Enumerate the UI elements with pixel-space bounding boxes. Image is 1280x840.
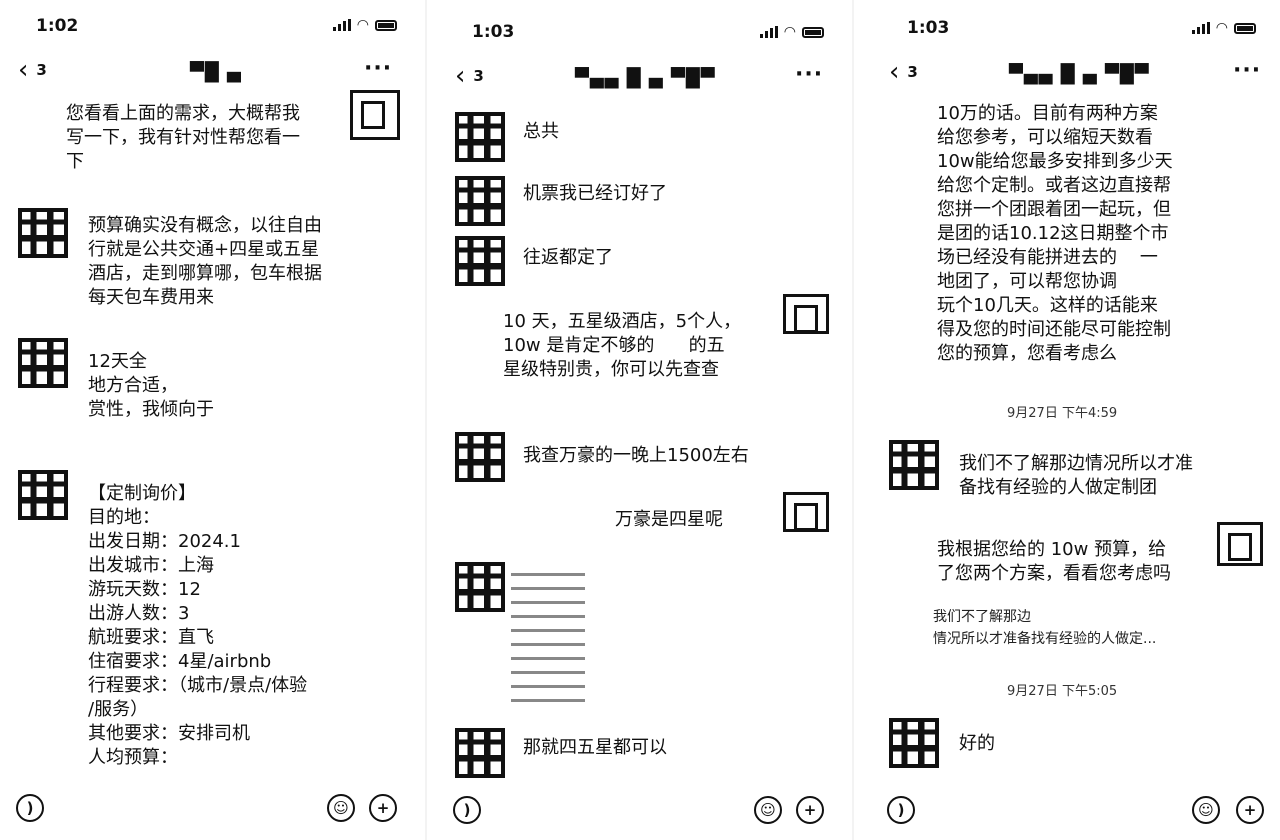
avatar[interactable] [455,112,505,162]
chevron-left-icon: ‹ [455,61,466,91]
more-button[interactable]: ··· [1233,58,1262,83]
avatar[interactable] [455,236,505,286]
plus-icon[interactable]: + [1236,796,1264,824]
emoji-icon[interactable]: ☺ [1192,796,1220,824]
avatar[interactable] [783,492,829,532]
input-bar: ) ☺ + [427,792,852,828]
input-bar: ) ☺ + [855,792,1280,828]
input-bar: ) ☺ + [0,790,425,826]
status-icons: ◠ [1191,20,1256,36]
back-button[interactable]: ‹ 3 [455,61,484,91]
avatar[interactable] [783,294,829,334]
plus-icon[interactable]: + [369,794,397,822]
unread-count: 3 [907,63,918,81]
emoji-icon[interactable]: ☺ [754,796,782,824]
status-time: 1:03 [472,22,515,42]
avatar[interactable] [455,728,505,778]
chevron-left-icon: ‹ [889,57,900,87]
unread-count: 3 [36,61,47,79]
chat-panel-1: 1:02 ◠ ‹ 3 ▀█ ▄ ··· 您看看上面的需求，大概帮我 写一下，我有… [0,0,425,840]
avatar[interactable] [1217,522,1263,566]
wifi-icon: ◠ [1215,20,1228,36]
avatar[interactable] [889,718,939,768]
avatar[interactable] [18,470,68,520]
status-time: 1:02 [36,16,79,36]
voice-icon[interactable]: ) [453,796,481,824]
avatar[interactable] [455,432,505,482]
divider [852,0,854,840]
chevron-left-icon: ‹ [18,55,29,85]
signal-icon [759,26,778,38]
image-message[interactable] [511,568,585,708]
back-button[interactable]: ‹ 3 [889,57,918,87]
voice-icon[interactable]: ) [887,796,915,824]
battery-icon [802,26,824,38]
message-bubble: 机票我已经订好了 [523,183,667,204]
message-bubble: 万豪是四星呢 [615,509,723,530]
message-bubble: 预算确实没有概念，以往自由 行就是公共交通+四星或五星 酒店，走到哪算哪，包车根… [88,215,322,308]
message-bubble: 我根据您给的 10w 预算，给 了您两个方案，看看您考虑吗 [937,539,1171,584]
voice-icon[interactable]: ) [16,794,44,822]
message-bubble: 好的 [959,733,995,754]
battery-icon [375,19,397,31]
chat-title: ▀▄▄ █ ▄ ▀█▀ [1009,64,1150,85]
chat-title: ▀▄▄ █ ▄ ▀█▀ [575,68,716,89]
timestamp: 9月27日 下午5:05 [1007,684,1118,699]
avatar[interactable] [350,90,400,140]
timestamp: 9月27日 下午4:59 [1007,406,1118,421]
message-bubble: 12天全 地方合适， 赏性，我倾向于 [88,351,214,420]
message-bubble: 我查万豪的一晚上1500左右 [523,445,749,466]
status-icons: ◠ [332,17,397,33]
unread-count: 3 [473,67,484,85]
status-time: 1:03 [907,18,950,38]
message-bubble: 您看看上面的需求，大概帮我 写一下，我有针对性帮您看一 下 [66,103,300,172]
message-bubble: 总共 [523,121,559,142]
battery-icon [1234,22,1256,34]
message-bubble: 10万的话。目前有两种方案 给您参考，可以缩短天数看 10w能给您最多安排到多少… [937,103,1173,364]
chat-panel-3: 1:03 ◠ ‹ 3 ▀▄▄ █ ▄ ▀█▀ ··· 10万的话。目前有两种方案… [855,0,1280,840]
message-bubble: 10 天，五星级酒店，5个人， 10w 是肯定不够的 的五 星级特别贵，你可以先… [503,311,742,380]
divider [425,0,427,840]
message-bubble: 【定制询价】 目的地： 出发日期：2024.1 出发城市：上海 游玩天数：12 … [88,483,308,768]
avatar[interactable] [455,176,505,226]
quoted-message[interactable]: 我们不了解那边 情况所以才准备找有经验的人做定... [933,609,1157,647]
emoji-icon[interactable]: ☺ [327,794,355,822]
wifi-icon: ◠ [783,24,796,40]
chat-panel-2: 1:03 ◠ ‹ 3 ▀▄▄ █ ▄ ▀█▀ ··· 总共 机票我已经订好了 往… [427,0,852,840]
more-button[interactable]: ··· [795,62,824,87]
status-icons: ◠ [759,24,824,40]
signal-icon [332,19,351,31]
chat-title: ▀█ ▄ [190,62,242,83]
message-bubble: 往返都定了 [523,247,613,268]
more-button[interactable]: ··· [364,56,393,81]
avatar[interactable] [18,208,68,258]
avatar[interactable] [889,440,939,490]
signal-icon [1191,22,1210,34]
wifi-icon: ◠ [356,17,369,33]
plus-icon[interactable]: + [796,796,824,824]
back-button[interactable]: ‹ 3 [18,55,47,85]
avatar[interactable] [455,562,505,612]
message-bubble: 我们不了解那边情况所以才准 备找有经验的人做定制团 [959,453,1193,498]
message-bubble: 那就四五星都可以 [523,737,667,758]
avatar[interactable] [18,338,68,388]
